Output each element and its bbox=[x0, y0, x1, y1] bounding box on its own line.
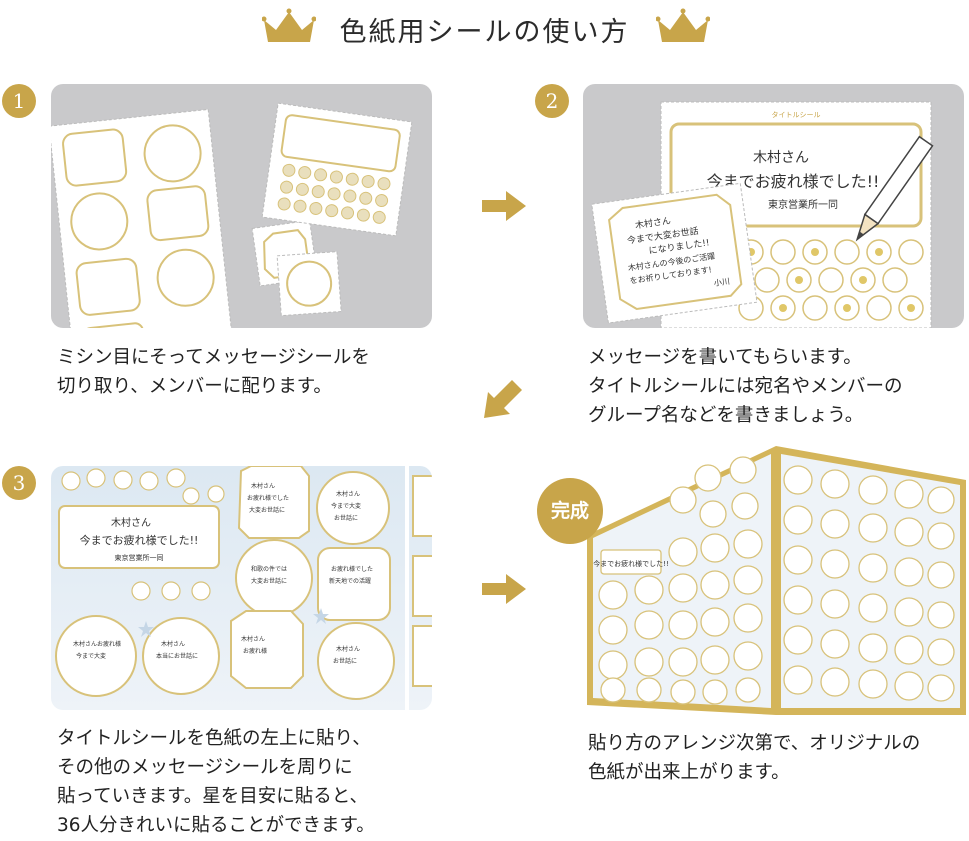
svg-text:木村さん: 木村さん bbox=[336, 490, 360, 498]
step1-image bbox=[51, 84, 432, 328]
sheet-header-label: タイトルシール bbox=[772, 110, 821, 119]
title-sample-line2: 今までお疲れ様でした!! bbox=[707, 172, 880, 191]
done-badge: 完成 bbox=[537, 478, 603, 544]
step4-image: 今までお疲れ様でした!! bbox=[583, 440, 969, 720]
svg-text:お疲れ様でした: お疲れ様でした bbox=[247, 494, 289, 502]
svg-text:和歌の件では: 和歌の件では bbox=[251, 565, 287, 573]
step3-image: 木村さん 今までお疲れ様でした!! 東京営業所一同 木村さんお疲れ様でした大変お… bbox=[51, 466, 432, 710]
svg-text:木村さん: 木村さん bbox=[241, 635, 265, 643]
arrow-right-icon bbox=[482, 191, 526, 221]
title-sample-line3: 東京営業所一同 bbox=[768, 198, 838, 211]
arrow-down-left-icon bbox=[484, 380, 522, 418]
title-sample-line2: 今までお疲れ様でした!! bbox=[80, 533, 199, 547]
step-number-badge: 1 bbox=[2, 84, 36, 118]
svg-text:木村さん: 木村さん bbox=[251, 482, 275, 490]
page-title: 色紙用シールの使い方 bbox=[339, 17, 630, 48]
step4-description: 貼り方のアレンジ次第で、オリジナルの 色紙が出来上がります。 bbox=[588, 733, 921, 783]
crown-icon bbox=[262, 8, 316, 42]
svg-text:木村さん: 木村さん bbox=[336, 645, 360, 653]
title-sample-line1: 木村さん bbox=[111, 516, 151, 529]
svg-text:木村さんお疲れ様: 木村さんお疲れ様 bbox=[73, 640, 121, 648]
svg-text:今まで大変: 今まで大変 bbox=[76, 652, 106, 660]
title-sample-line2: 今までお疲れ様でした!! bbox=[593, 559, 669, 568]
step-number-badge: 2 bbox=[535, 84, 569, 118]
svg-text:今まで大変: 今まで大変 bbox=[331, 502, 361, 510]
step-number-badge: 3 bbox=[2, 466, 36, 500]
svg-text:お世話に: お世話に bbox=[334, 514, 358, 522]
step1-description: ミシン目にそってメッセージシールを 切り取り、メンバーに配ります。 bbox=[57, 347, 370, 397]
title-sample-line1: 木村さん bbox=[753, 150, 809, 166]
svg-text:木村さん: 木村さん bbox=[161, 640, 185, 648]
svg-text:新天地での活躍: 新天地での活躍 bbox=[329, 577, 371, 585]
svg-text:大変お世話に: 大変お世話に bbox=[251, 577, 287, 585]
svg-text:お疲れ様でした: お疲れ様でした bbox=[331, 565, 373, 573]
step2-description: メッセージを書いてもらいます。 タイトルシールには宛名やメンバーの グループ名な… bbox=[588, 347, 903, 426]
step2-image: タイトルシール 木村さん 今までお疲れ様でした!! 東京営業所一同 木村さん 今… bbox=[583, 84, 964, 328]
pencil-icon bbox=[855, 135, 934, 242]
svg-text:本当にお世話に: 本当にお世話に bbox=[156, 652, 198, 660]
arrow-right-icon bbox=[482, 574, 526, 604]
title-sample-line3: 東京営業所一同 bbox=[115, 553, 164, 562]
crown-icon bbox=[656, 8, 710, 42]
svg-text:大変お世話に: 大変お世話に bbox=[249, 506, 285, 514]
step3-description: タイトルシールを色紙の左上に貼り、 その他のメッセージシールを周りに 貼っていき… bbox=[57, 728, 375, 836]
message-sample-line6: 小川 bbox=[713, 277, 730, 288]
svg-text:お世話に: お世話に bbox=[333, 657, 357, 665]
svg-text:お疲れ様: お疲れ様 bbox=[243, 647, 267, 655]
